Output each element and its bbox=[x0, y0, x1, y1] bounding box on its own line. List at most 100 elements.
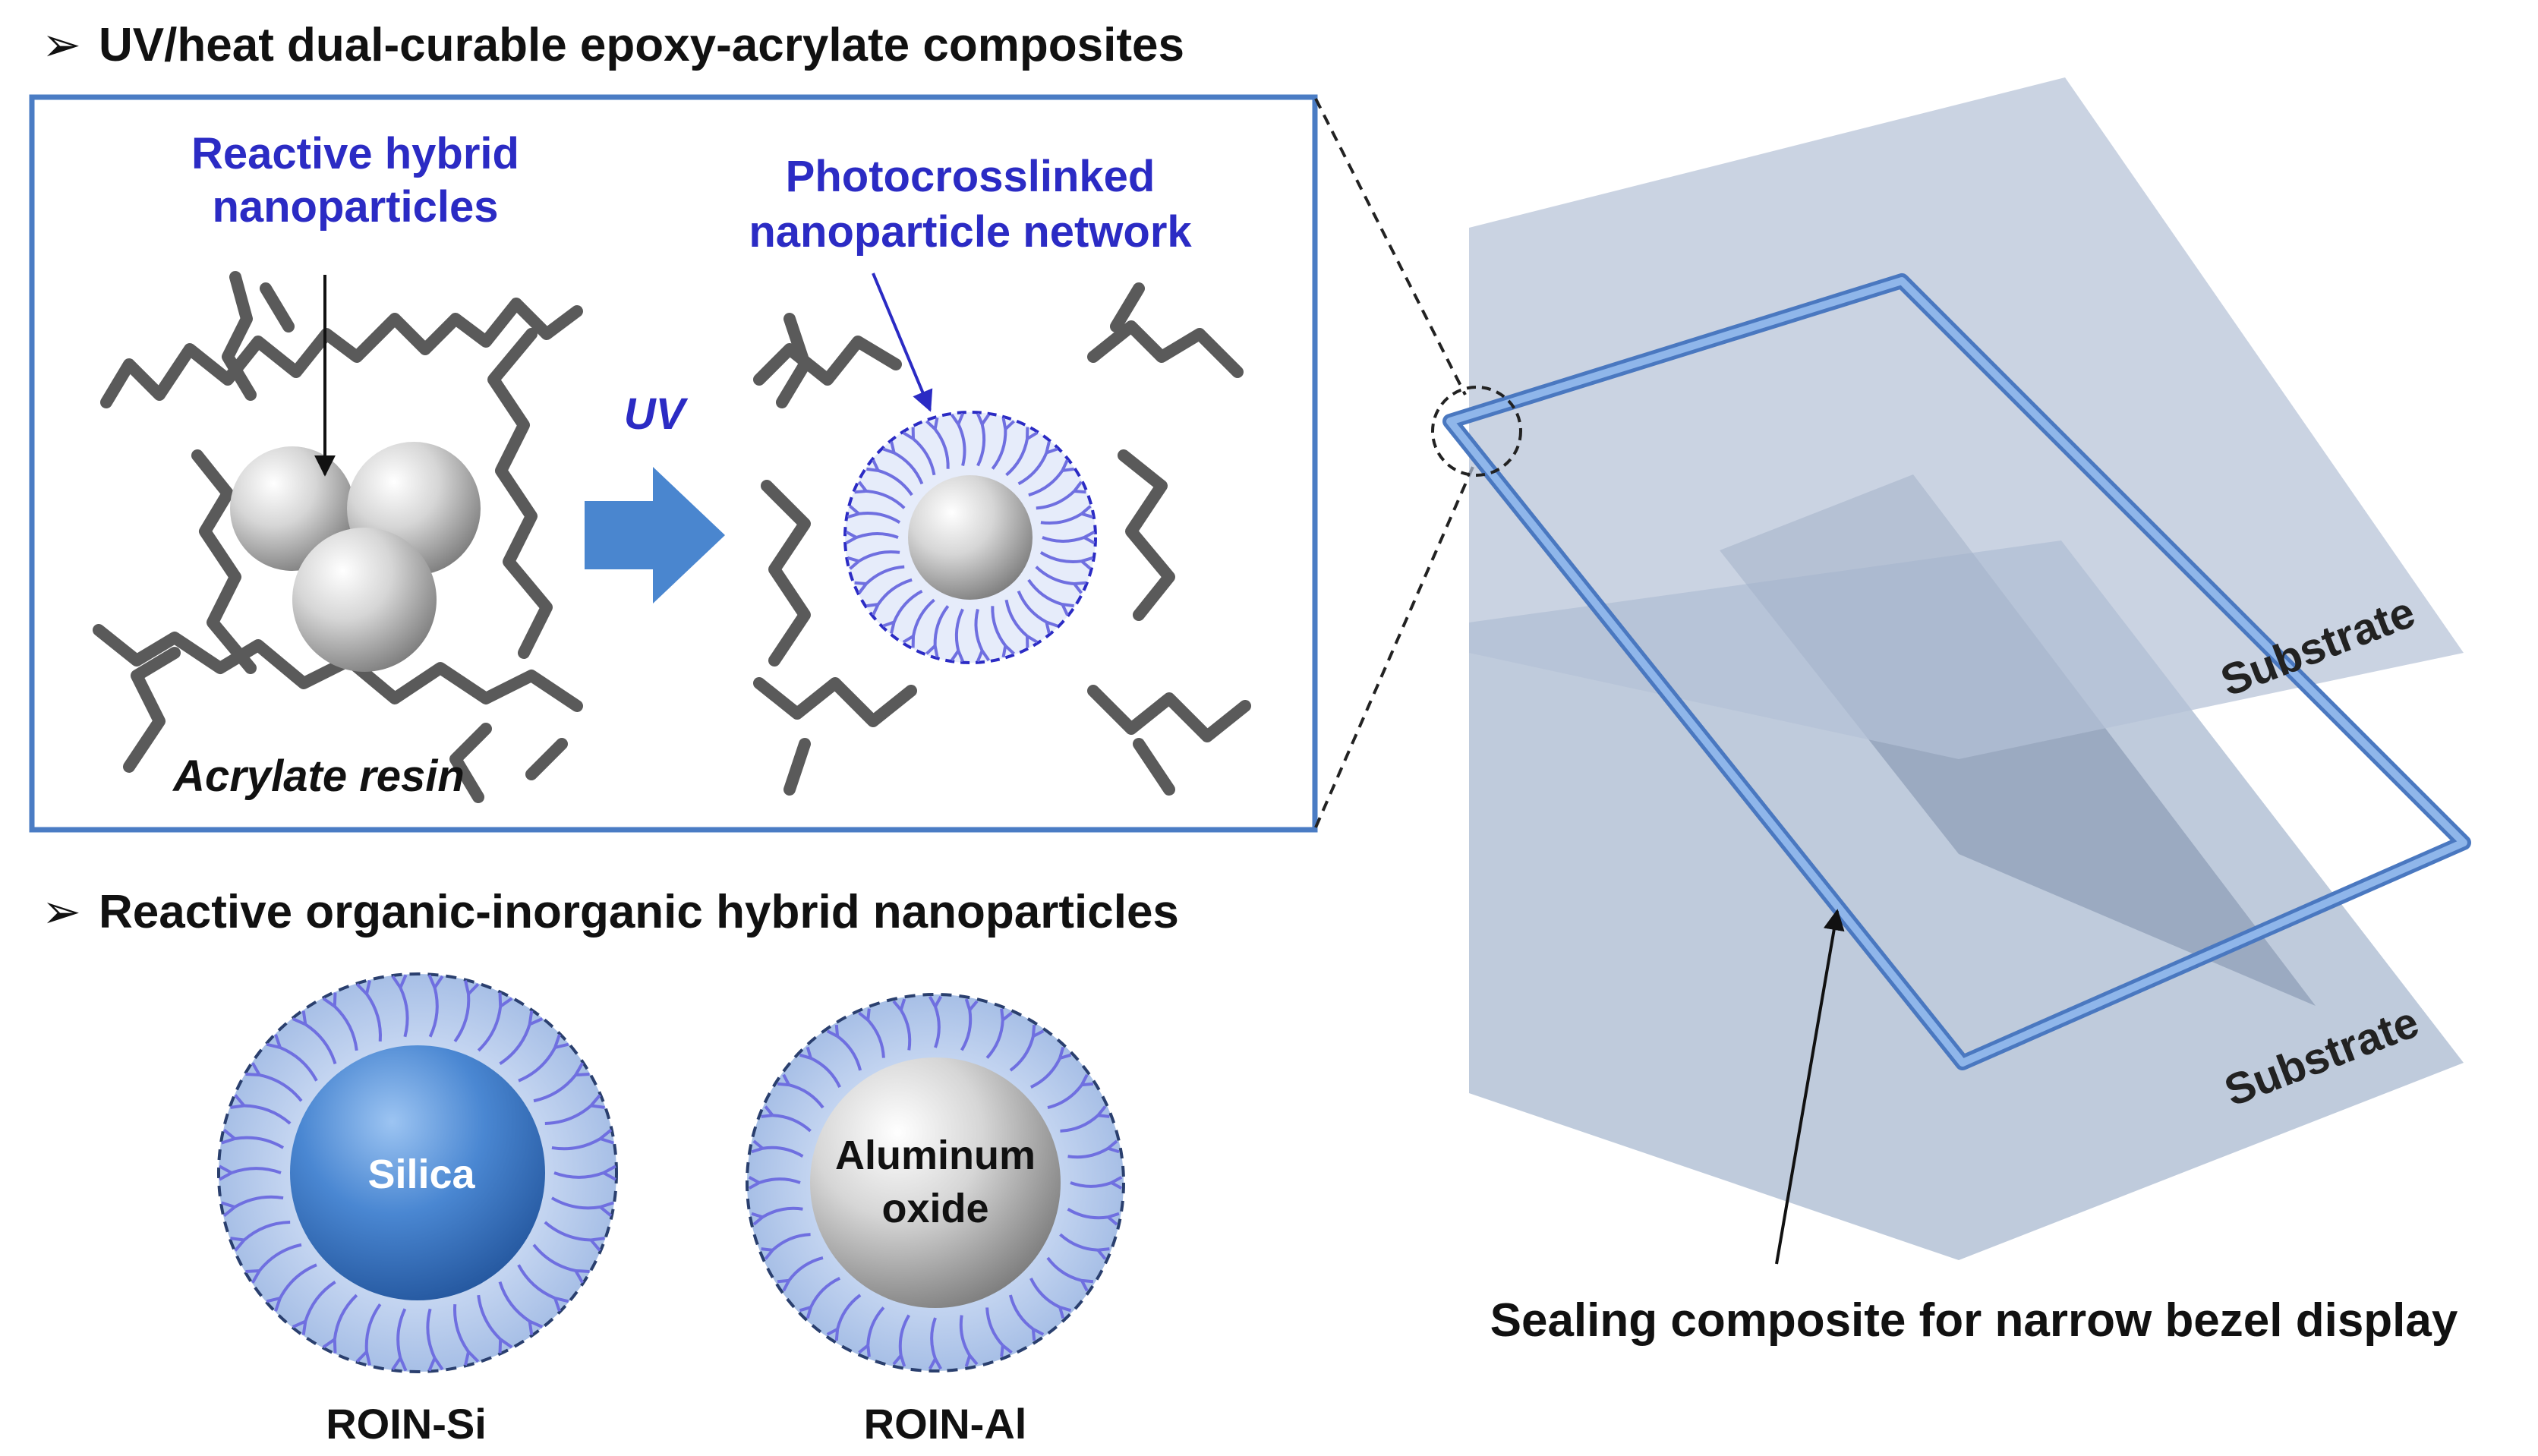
ligand-chain bbox=[453, 1303, 470, 1353]
inset-panel bbox=[29, 94, 1318, 833]
ligand-fork bbox=[1096, 1247, 1110, 1260]
ligand-fork bbox=[892, 998, 906, 1011]
ligand-fork bbox=[589, 1094, 605, 1109]
ligand-chain bbox=[788, 1083, 824, 1109]
ligand-chain bbox=[876, 578, 913, 606]
ligand-chain bbox=[333, 1294, 358, 1340]
ligand-chain bbox=[960, 1010, 973, 1051]
ligand-chain bbox=[898, 1314, 910, 1356]
ligand-fork bbox=[1000, 1008, 1013, 1022]
ligand-chain bbox=[1067, 1208, 1108, 1220]
ligand-chain bbox=[365, 993, 382, 1042]
ligand-fork bbox=[1073, 581, 1086, 594]
ligand-chain bbox=[426, 1308, 437, 1359]
ligand-fork bbox=[928, 1358, 943, 1370]
ligand-chain bbox=[532, 1243, 576, 1272]
ligand-fork bbox=[427, 1357, 444, 1372]
ligand-chain bbox=[499, 1023, 531, 1066]
ligand-fork bbox=[761, 1247, 774, 1260]
ligand-fork bbox=[925, 417, 939, 430]
ligand-chain bbox=[259, 1073, 303, 1102]
ligand-fork bbox=[902, 427, 915, 440]
ligand-fork bbox=[892, 1354, 906, 1367]
ligand-fork bbox=[599, 1128, 614, 1145]
ligand-fork bbox=[245, 1268, 261, 1284]
ligand-fork bbox=[751, 1139, 764, 1154]
ligand-fork bbox=[882, 620, 896, 634]
ligand-chain bbox=[892, 589, 923, 623]
ligand-chain bbox=[243, 1221, 291, 1242]
ligand-fork bbox=[748, 1175, 760, 1190]
uv-arrow bbox=[585, 467, 725, 604]
ligand-fork bbox=[221, 1128, 236, 1145]
ligand-fork bbox=[245, 1062, 261, 1077]
ligand-chain bbox=[900, 1009, 912, 1051]
ligand-fork bbox=[498, 1338, 513, 1354]
ligand-fork bbox=[1080, 1073, 1094, 1087]
sealant-frame bbox=[1442, 273, 2471, 1070]
ligand-fork bbox=[553, 1034, 569, 1049]
network-pointer-arrow bbox=[872, 273, 933, 412]
ligand-fork bbox=[1073, 481, 1086, 494]
ligand-chain bbox=[1060, 1114, 1099, 1133]
ligand-chain bbox=[976, 424, 986, 467]
ligand-chain bbox=[1039, 551, 1082, 563]
ligand-chain bbox=[428, 987, 439, 1038]
ligand-fork bbox=[826, 1024, 840, 1038]
network-label-line2: nanoparticle network bbox=[749, 207, 1192, 257]
top-heading: UV/heat dual-curable epoxy-acrylate comp… bbox=[99, 19, 1184, 71]
ligand-chain bbox=[304, 1023, 337, 1064]
ligand-chain bbox=[933, 605, 950, 646]
ligand-fork bbox=[574, 1062, 590, 1077]
alumina-core-label-line1: Aluminum bbox=[835, 1133, 1036, 1178]
ligand-fork bbox=[292, 1319, 307, 1335]
ligand-fork bbox=[322, 1338, 337, 1354]
ligand-fork bbox=[230, 1237, 246, 1252]
hybrid-label-line1: Reactive hybrid bbox=[191, 129, 519, 178]
ligand-chain bbox=[234, 1136, 285, 1149]
nanoparticle-cluster bbox=[230, 442, 481, 672]
ligand-chain bbox=[930, 1317, 937, 1360]
ligand-chain bbox=[859, 512, 901, 524]
ligand-chain bbox=[518, 1047, 556, 1083]
sealing-pointer-arrow bbox=[1775, 909, 1845, 1265]
ligand-chain bbox=[304, 1280, 336, 1322]
ligand-fork bbox=[847, 556, 860, 570]
ligand-chain bbox=[809, 1277, 841, 1308]
bottom-heading: Reactive organic-inorganic hybrid nanopa… bbox=[99, 886, 1179, 938]
ligand-fork bbox=[950, 650, 965, 663]
ligand-fork bbox=[1045, 620, 1058, 634]
ligand-chain bbox=[787, 1256, 824, 1282]
ligand-fork bbox=[574, 1268, 590, 1284]
ligand-ring bbox=[845, 412, 1096, 663]
ligand-chain bbox=[498, 1281, 531, 1323]
ligand-fork bbox=[1080, 556, 1094, 570]
ligand-fork bbox=[230, 1094, 246, 1109]
ligand-chain bbox=[836, 1294, 862, 1330]
ligand-chain bbox=[551, 1137, 601, 1151]
ligand-chain bbox=[234, 1195, 284, 1209]
ligand-fork bbox=[799, 1306, 812, 1319]
ligand-chain bbox=[333, 1005, 358, 1051]
ligand-chain bbox=[1035, 566, 1075, 586]
resin-label: Acrylate resin bbox=[172, 752, 465, 801]
ligand-chain bbox=[991, 606, 1007, 647]
alumina-core-label-line2: oxide bbox=[881, 1186, 988, 1231]
ligand-chain bbox=[959, 1315, 971, 1357]
ligand-chain bbox=[771, 1233, 811, 1252]
roin-si-particle bbox=[217, 972, 618, 1373]
ligand-chain bbox=[517, 1264, 556, 1300]
ligand-fork bbox=[1001, 644, 1015, 658]
ligand-chain bbox=[985, 1020, 1004, 1059]
ligand-fork bbox=[1107, 1212, 1120, 1226]
ligand-fork bbox=[599, 1201, 614, 1218]
ligand-chain bbox=[1017, 590, 1048, 624]
ligand-chain bbox=[364, 1303, 382, 1352]
ligand-fork bbox=[589, 1237, 605, 1252]
ligand-fork bbox=[928, 995, 943, 1007]
zoom-line-top bbox=[1314, 98, 1467, 396]
ligand-fork bbox=[950, 412, 965, 425]
ligand-chain bbox=[957, 423, 966, 466]
ligand-fork bbox=[1058, 1046, 1072, 1060]
ligand-fork bbox=[322, 992, 337, 1008]
